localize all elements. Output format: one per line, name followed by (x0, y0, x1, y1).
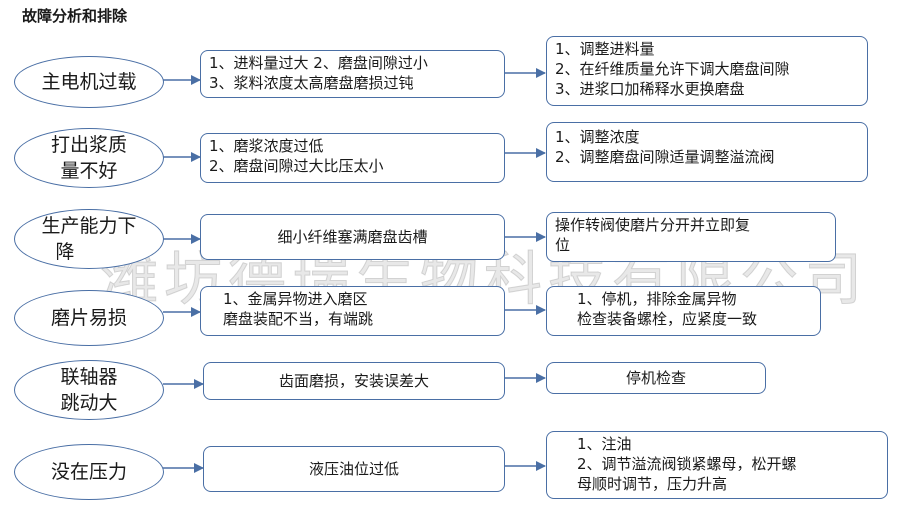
cause-5-line-1: 齿面磨损，安装误差大 (278, 372, 429, 390)
solution-3-line-1: 操作转阀使磨片分开并立即复 (555, 216, 751, 234)
cause-3-line-1: 细小纤维塞满磨盘齿槽 (277, 228, 428, 246)
cause-box-3: 细小纤维塞满磨盘齿槽 (200, 214, 505, 260)
cause-1-line-1: 1、进料量过大 2、磨盘间隙过小 (209, 54, 428, 72)
problem-node-1-label: 主电机过载 (41, 71, 137, 93)
cause-4-line-2: 磨盘装配不当，有端跳 (223, 310, 374, 328)
solution-1-line-1: 1、调整进料量 (555, 40, 655, 58)
solution-box-4: 1、停机，排除金属异物 检查装备螺栓，应紧度一致 (546, 286, 821, 336)
solution-1-line-2: 2、在纤维质量允许下调大磨盘间隙 (555, 60, 790, 78)
cause-2-line-2: 2、磨盘间隙过大比压太小 (209, 157, 384, 175)
solution-3-line-2: 位 (555, 236, 571, 254)
solution-box-1: 1、调整进料量 2、在纤维质量允许下调大磨盘间隙 3、进浆口加稀释水更换磨盘 (546, 36, 868, 106)
solution-box-2: 1、调整浓度 2、调整磨盘间隙适量调整溢流阀 (546, 122, 868, 182)
cause-box-6: 液压油位过低 (203, 446, 505, 492)
problem-node-5: 联轴器 跳动大 (14, 360, 164, 420)
solution-6-line-2: 2、调节溢流阀锁紧螺母，松开螺 (577, 455, 797, 473)
cause-box-2: 1、磨浆浓度过低 2、磨盘间隙过大比压太小 (200, 133, 505, 183)
cause-2-line-1: 1、磨浆浓度过低 (209, 137, 324, 155)
solution-5-line-1: 停机检查 (625, 369, 686, 387)
problem-node-3-label-line-1: 生产能力下 (41, 215, 137, 237)
problem-node-4: 磨片易损 (14, 290, 164, 346)
problem-node-6: 没在压力 (14, 444, 164, 500)
problem-node-5-label-line-2: 跳动大 (60, 392, 118, 414)
problem-node-4-label: 磨片易损 (50, 307, 127, 329)
cause-box-5: 齿面磨损，安装误差大 (203, 362, 505, 400)
solution-4-line-1: 1、停机，排除金属异物 (577, 290, 737, 308)
cause-4-line-1: 1、金属异物进入磨区 (223, 290, 368, 308)
problem-node-2-label-line-2: 量不好 (60, 160, 118, 182)
solution-6-line-3: 母顺时调节，压力升高 (577, 475, 728, 493)
diagram-title: 故障分析和排除 (22, 7, 128, 25)
solution-box-3: 操作转阀使磨片分开并立即复 位 (546, 212, 836, 262)
solution-box-5: 停机检查 (546, 362, 766, 394)
problem-node-2-label-line-1: 打出浆质 (50, 134, 127, 156)
cause-6-line-1: 液压油位过低 (308, 460, 399, 478)
problem-node-2: 打出浆质 量不好 (14, 128, 164, 188)
cause-1-line-2: 3、浆料浓度太高磨盘磨损过钝 (209, 74, 414, 92)
problem-node-3: 生产能力下 降 (14, 209, 164, 269)
solution-4-line-2: 检查装备螺栓，应紧度一致 (577, 310, 758, 328)
solution-box-6: 1、注油 2、调节溢流阀锁紧螺母，松开螺 母顺时调节，压力升高 (546, 431, 888, 499)
problem-node-5-label-line-1: 联轴器 (60, 366, 118, 388)
cause-box-1: 1、进料量过大 2、磨盘间隙过小 3、浆料浓度太高磨盘磨损过钝 (200, 50, 505, 98)
solution-1-line-3: 3、进浆口加稀释水更换磨盘 (555, 80, 745, 98)
problem-node-1: 主电机过载 (14, 56, 164, 108)
solution-6-line-1: 1、注油 (577, 435, 632, 453)
solution-2-line-1: 1、调整浓度 (555, 128, 640, 146)
problem-node-6-label: 没在压力 (50, 461, 127, 483)
cause-box-4: 1、金属异物进入磨区 磨盘装配不当，有端跳 (200, 286, 505, 336)
solution-2-line-2: 2、调整磨盘间隙适量调整溢流阀 (555, 148, 775, 166)
problem-node-3-label-line-2: 降 (55, 241, 75, 263)
